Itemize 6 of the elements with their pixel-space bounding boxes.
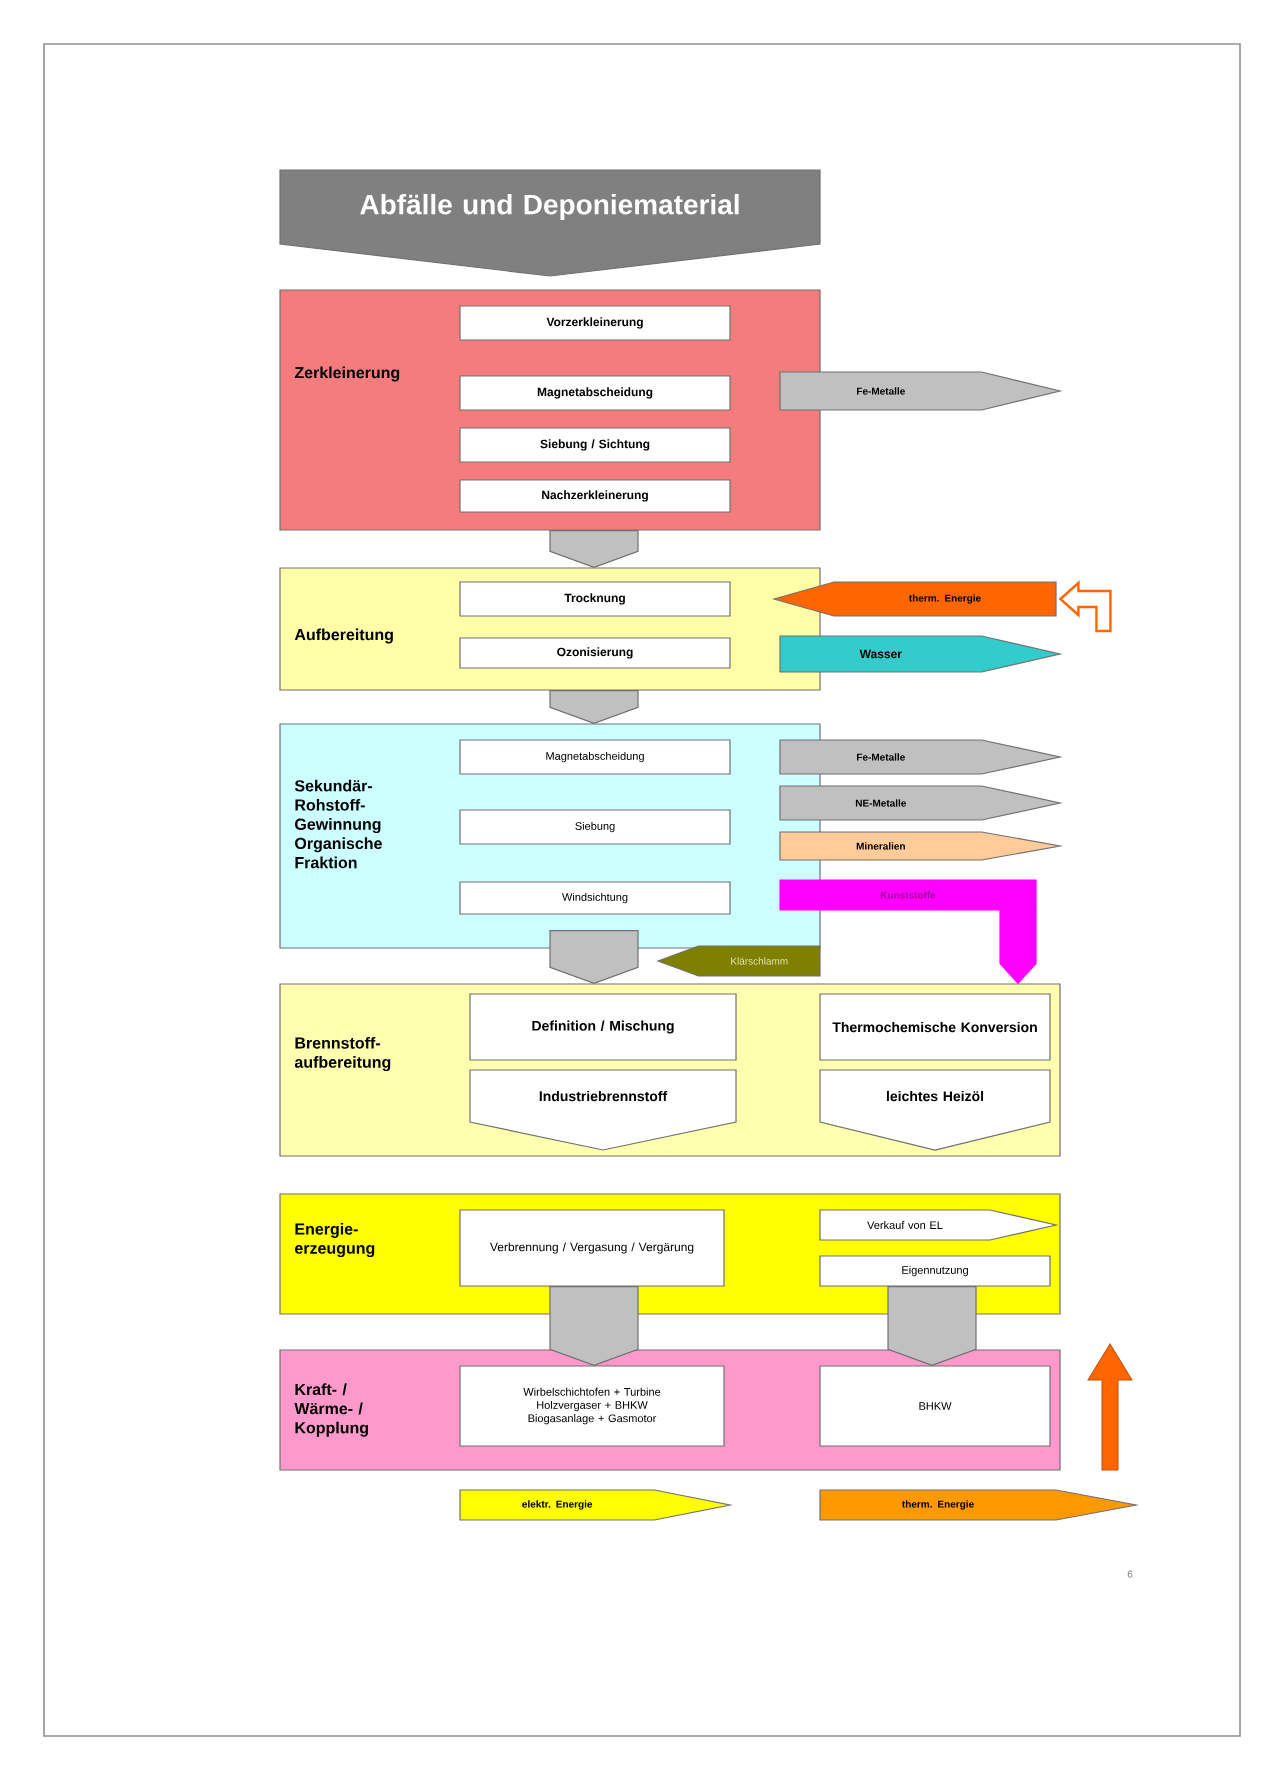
arrow [549, 530, 639, 569]
arrow [887, 1286, 977, 1367]
arrow [549, 930, 639, 985]
arrow [549, 1286, 639, 1367]
arrow [549, 690, 639, 725]
arrow [999, 910, 1037, 985]
